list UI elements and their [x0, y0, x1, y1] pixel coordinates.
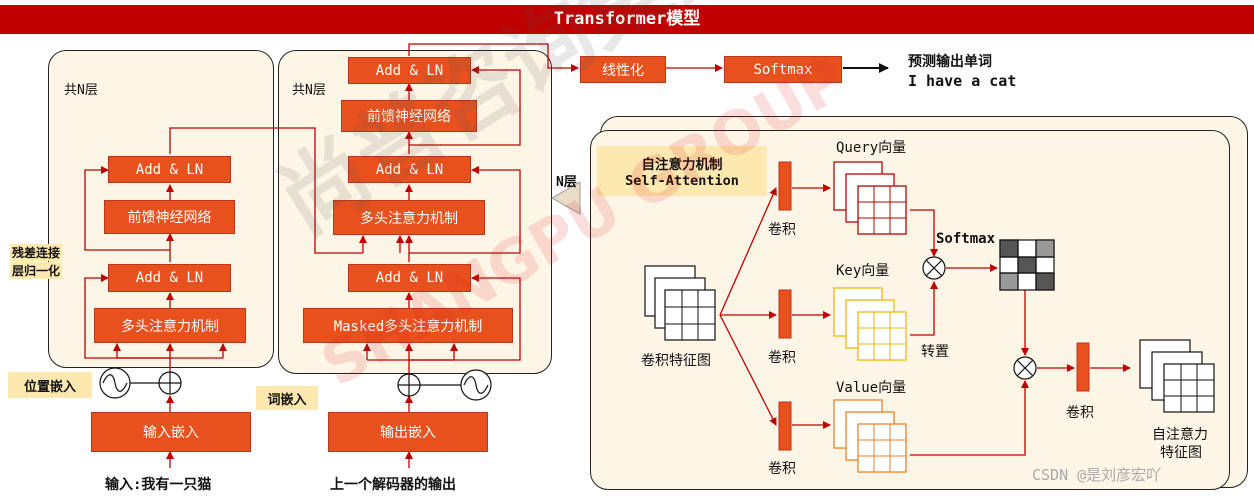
self-attention-title: 自注意力机制 Self-Attention [597, 146, 767, 196]
decoder-masked-mha: Masked多头注意力机制 [303, 308, 513, 343]
pos-embed-label: 位置嵌入 [8, 372, 92, 398]
attention-softmax-label: Softmax [936, 231, 996, 247]
conv-label-3: 卷积 [768, 461, 796, 477]
value-label: Value向量 [836, 380, 907, 396]
decoder-mha: 多头注意力机制 [333, 200, 485, 235]
diagram-title: Transformer模型 [0, 5, 1254, 34]
key-label: Key向量 [836, 263, 890, 279]
transpose-label: 转置 [921, 344, 949, 360]
output-label-2: 特征图 [1160, 445, 1202, 461]
encoder-mha: 多头注意力机制 [94, 308, 246, 343]
decoder-embedding: 输出嵌入 [328, 412, 488, 452]
encoder-layers-label: 共N层 [64, 83, 98, 98]
encoder-add-ln-top: Add & LN [108, 156, 231, 183]
residual-label-2: 层归一化 [10, 262, 63, 279]
softmax-box: Softmax [724, 56, 842, 83]
decoder-add-ln-1: Add & LN [348, 57, 471, 84]
encoder-embedding: 输入嵌入 [91, 412, 251, 452]
predict-label: 预测输出单词 [908, 54, 992, 70]
encoder-ffn: 前馈神经网络 [104, 200, 235, 234]
linear-box: 线性化 [580, 56, 666, 83]
encoder-input-text: 输入:我有一只猫 [105, 477, 212, 493]
decoder-layers-label: 共N层 [292, 83, 326, 98]
decoder-add-ln-2: Add & LN [348, 156, 471, 183]
predict-text: I have a cat [908, 72, 1017, 90]
query-label: Query向量 [836, 140, 907, 156]
watermark-csdn: CSDN @是刘彦宏吖 [1032, 466, 1162, 484]
decoder-input-text: 上一个解码器的输出 [330, 477, 456, 493]
attention-n-layers: N层 [556, 175, 577, 190]
word-embed-label: 词嵌入 [256, 386, 318, 410]
conv-label-2: 卷积 [768, 350, 796, 366]
decoder-add-ln-3: Add & LN [348, 264, 471, 292]
decoder-ffn: 前馈神经网络 [341, 100, 477, 132]
residual-label-1: 残差连接 [10, 244, 63, 261]
feature-map-label: 卷积特征图 [641, 353, 711, 369]
self-attention-title-cn: 自注意力机制 [641, 157, 723, 173]
self-attention-title-en: Self-Attention [625, 173, 739, 189]
encoder-add-ln-bottom: Add & LN [108, 264, 231, 292]
conv-label-1: 卷积 [768, 222, 796, 238]
conv-label-4: 卷积 [1066, 405, 1094, 421]
output-label-1: 自注意力 [1152, 427, 1208, 443]
